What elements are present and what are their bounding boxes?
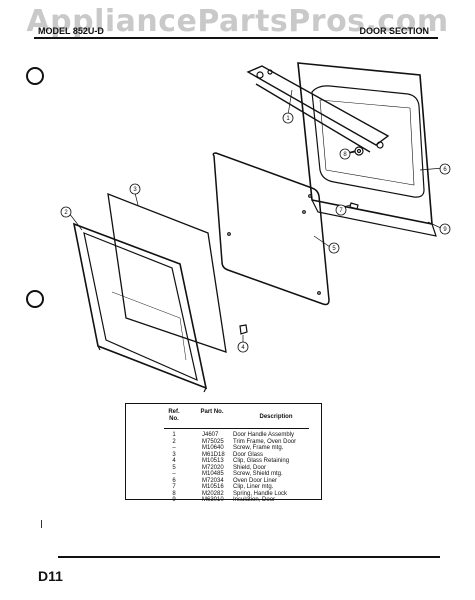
callout-6: 6 [439,163,451,175]
callout-9: 9 [439,223,451,235]
callout-1: 1 [282,112,294,124]
table-row: 1 J4607 Door Handle Assembly [126,432,321,439]
description-cell: Clip, Glass Retaining [233,458,290,464]
description-cell: Screw, Frame mtg. [233,445,284,451]
ref-cell: – [172,471,176,477]
description-cell: Door Handle Assembly [233,432,295,438]
callout-7: 7 [335,204,347,216]
header-rule [34,37,438,39]
description-cell: Insulation, Door [233,497,276,503]
ref-cell: 5 [172,464,176,471]
table-row: 5 M72020 Shield, Door [126,465,321,472]
part-number-cell: M10485 [202,471,224,477]
ref-cell: 8 [172,490,176,497]
svg-text:8: 8 [343,152,347,158]
table-row: 7 M10516 Clip, Liner mtg. [126,484,321,491]
door-shield [212,152,330,306]
leader-lines [68,89,444,345]
svg-text:6: 6 [443,167,447,173]
callout-3: 3 [129,183,141,195]
liner-clip [349,202,359,210]
description-cell: Oven Door Liner [233,477,278,484]
svg-text:1: 1 [286,116,290,122]
parts-rows: 1 J4607 Door Handle Assembly 2 M75025 Trim Fr… [126,432,321,504]
ref-cell: 6 [172,477,176,484]
description-cell: Screw, Shield mtg. [233,471,283,477]
watermark: AppliancePartsPros.com [26,4,449,39]
callout-8: 8 [339,148,351,160]
svg-text:9: 9 [443,227,447,233]
svg-text:5: 5 [332,246,336,252]
table-row: – M10640 Screw, Frame mtg. [126,445,321,452]
table-row: 4 M10513 Clip, Glass Retaining [126,458,321,465]
table-row: 6 M72034 Oven Door Liner [126,478,321,485]
ref-cell: 9 [172,497,176,503]
col-header-description: Description [259,414,293,420]
door-handle [246,65,390,153]
part-number-cell: J4607 [202,432,219,438]
callout-4: 4 [237,341,249,353]
ref-cell: 3 [172,451,176,458]
part-number-cell: M61D18 [202,451,225,458]
page-number: D11 [38,568,63,584]
col-header-ref: Ref. No. [168,409,180,422]
part-number-cell: M10513 [202,458,224,464]
ref-cell: – [172,445,176,451]
ref-cell: 7 [172,484,176,490]
ref-cell: 1 [172,432,176,438]
table-row: 8 M20282 Spring, Handle Lock [126,491,321,498]
svg-text:4: 4 [241,345,245,351]
part-number-cell: M63010 [202,497,224,503]
table-row: 9 M63010 Insulation, Door [126,497,321,504]
footer-rule [58,556,440,558]
trim-frame [72,222,208,393]
svg-text:2: 2 [64,210,68,216]
glass-clip [239,324,248,335]
part-number-cell: M75025 [202,438,224,445]
table-row: – M10485 Screw, Shield mtg. [126,471,321,478]
part-number-cell: M10640 [202,445,224,451]
description-cell: Shield, Door [233,464,267,471]
description-cell: Clip, Liner mtg. [233,484,274,490]
ref-cell: 2 [172,438,176,445]
part-number-cell: M20282 [202,490,224,497]
table-row: 3 M61D18 Door Glass [126,452,321,459]
table-row: 2 M75025 Trim Frame, Oven Door [126,439,321,446]
part-number-cell: M10516 [202,484,224,490]
callout-2: 2 [60,206,72,218]
header-underline [164,428,309,429]
svg-text:3: 3 [133,187,137,193]
part-number-cell: M72020 [202,464,224,471]
section-label: DOOR SECTION [359,26,429,36]
col-header-part: Part No. [200,409,224,415]
callout-5: 5 [328,242,340,254]
punch-hole-middle [26,290,44,308]
model-label: MODEL 852U-D [38,26,104,36]
description-cell: Door Glass [233,451,264,458]
svg-text:7: 7 [339,208,343,214]
description-cell: Trim Frame, Oven Door [233,438,297,445]
door-glass [107,192,227,353]
punch-hole-top [26,67,44,85]
margin-mark [41,520,42,528]
part-number-cell: M72034 [202,477,224,484]
description-cell: Spring, Handle Lock [233,490,288,497]
ref-cell: 4 [172,458,176,464]
